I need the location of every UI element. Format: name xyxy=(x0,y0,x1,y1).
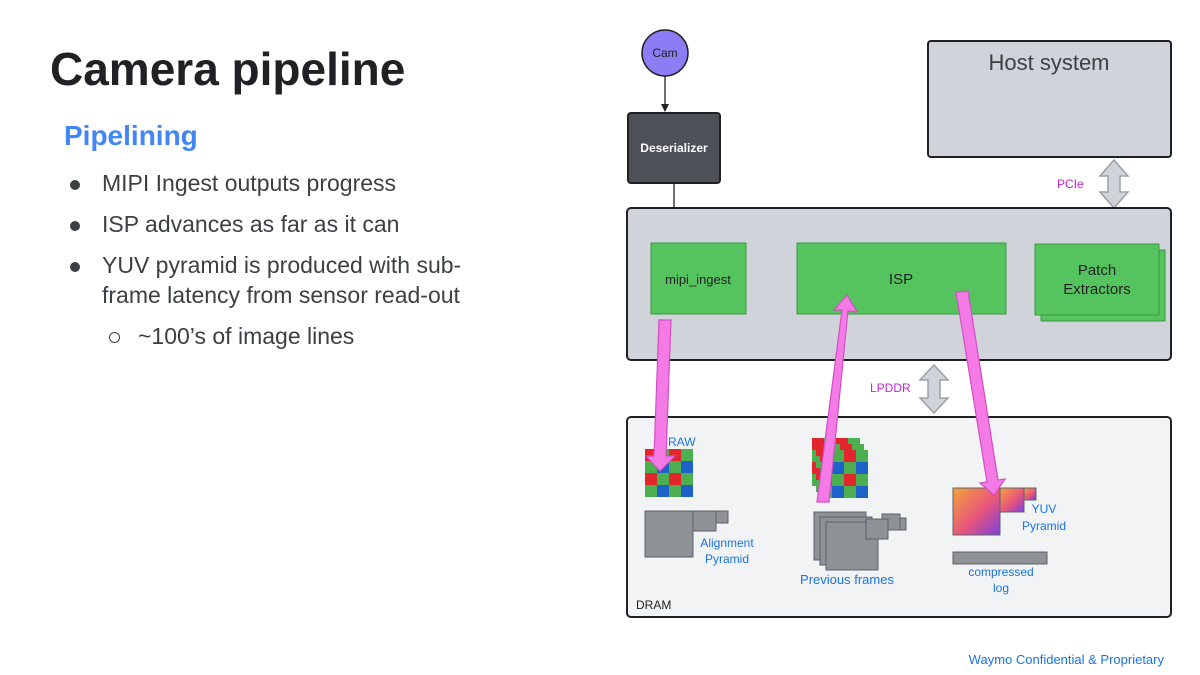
pcie-label: PCIe xyxy=(1057,177,1084,191)
sub-bullet-item: ~100’s of image lines xyxy=(66,321,466,351)
bullet-item: MIPI Ingest outputs progress xyxy=(66,168,466,198)
pcie-double-arrow xyxy=(1098,158,1130,210)
lpddr-label: LPDDR xyxy=(870,381,911,395)
mipi-ingest-block xyxy=(650,242,747,315)
yuv-pyramid-label: Pyramid xyxy=(1022,519,1066,533)
compressed-log-shape xyxy=(952,551,1048,565)
host-system-box xyxy=(927,40,1172,158)
confidential-footer: Waymo Confidential & Proprietary xyxy=(968,652,1164,667)
patch-extractors-block xyxy=(1034,243,1160,316)
patch-extractors-label: Patch xyxy=(1078,262,1116,279)
slide-title: Camera pipeline xyxy=(50,43,406,95)
alignment-pyramid-label: Alignment xyxy=(700,536,754,550)
bullet-item: ISP advances as far as it can xyxy=(66,209,466,239)
previous-frames-shape xyxy=(813,511,907,571)
compressed-log-label: log xyxy=(993,581,1009,595)
lpddr-double-arrow xyxy=(918,363,950,415)
raw-frames-to-isp-flow-arrow xyxy=(816,293,859,503)
deserializer-label: Deserializer xyxy=(640,141,708,155)
mipi-to-raw-flow-arrow xyxy=(644,319,677,472)
yuv-pyramid-label: YUV xyxy=(1032,502,1057,516)
alignment-pyramid-shape xyxy=(644,510,729,558)
isp-block xyxy=(796,242,1007,315)
alignment-pyramid-label: Pyramid xyxy=(705,552,749,566)
previous-frames-label: Previous frames xyxy=(800,572,894,587)
raw-label: RAW xyxy=(668,435,696,449)
isp-label: ISP xyxy=(889,271,913,288)
section-subtitle: Pipelining xyxy=(64,120,198,151)
yuv-pyramid-shape xyxy=(952,487,1037,536)
mipi-ingest-label: mipi_ingest xyxy=(665,272,731,287)
bullet-list: MIPI Ingest outputs progress ISP advance… xyxy=(66,168,466,362)
bullet-item: YUV pyramid is produced with sub-frame l… xyxy=(66,250,466,310)
compressed-log-label: compressed xyxy=(968,565,1033,579)
isp-to-yuv-flow-arrow xyxy=(955,290,1007,496)
host-system-label: Host system xyxy=(988,50,1109,75)
camera-label: Cam xyxy=(652,46,677,60)
dram-label: DRAM xyxy=(636,598,671,612)
patch-extractors-label: Extractors xyxy=(1063,281,1131,298)
